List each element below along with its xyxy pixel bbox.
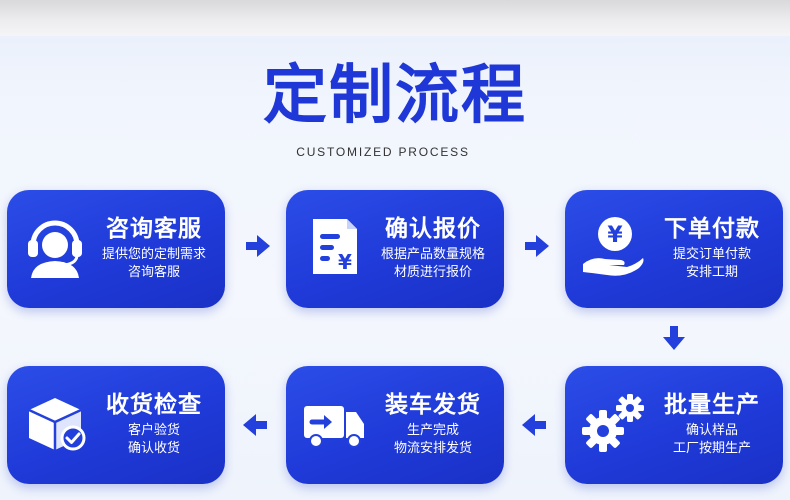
step-desc-line2: 材质进行报价: [393, 265, 472, 280]
step-name: 装车发货: [385, 392, 481, 418]
payment-coin-hand-icon: ¥: [583, 217, 644, 276]
arrow-left-icon: [243, 414, 267, 436]
step-desc-line1: 根据产品数量规格: [380, 247, 485, 262]
step-name: 咨询客服: [106, 216, 202, 242]
svg-text:¥: ¥: [607, 223, 623, 248]
step-desc-line2: 咨询客服: [127, 265, 180, 280]
step-text: 咨询客服 提供您的定制需求 咨询客服: [89, 214, 219, 282]
step-desc-line2: 物流安排发货: [393, 441, 472, 456]
step-text: 确认报价 根据产品数量规格 材质进行报价: [368, 214, 498, 282]
svg-text:¥: ¥: [338, 250, 352, 274]
production-gears-icon: [582, 394, 644, 452]
top-banner-strip: [0, 0, 790, 36]
step-desc-line1: 提交订单付款: [672, 247, 751, 262]
step-card-quote: ¥ 确认报价 根据产品数量规格 材质进行报价: [286, 190, 504, 308]
arrow-down-icon: [663, 326, 685, 350]
step-card-receive: 收货检查 客户验货 确认收货: [7, 366, 225, 484]
step-text: 收货检查 客户验货 确认收货: [89, 390, 219, 458]
step-desc-line2: 工厂按期生产: [672, 441, 751, 456]
step-card-production: 批量生产 确认样品 工厂按期生产: [565, 366, 783, 484]
receive-box-check-icon: [28, 398, 86, 451]
arrow-right-icon: [525, 235, 549, 257]
quote-document-yen-icon: ¥: [313, 219, 357, 274]
step-card-shipping: 装车发货 生产完成 物流安排发货: [286, 366, 504, 484]
step-text: 装车发货 生产完成 物流安排发货: [368, 390, 498, 458]
step-text: 批量生产 确认样品 工厂按期生产: [647, 390, 777, 458]
step-name: 下单付款: [664, 216, 760, 242]
step-name: 确认报价: [385, 216, 481, 242]
delivery-truck-icon: [304, 406, 364, 448]
customer-service-headset-icon: [28, 220, 82, 278]
step-desc-line1: 生产完成: [406, 423, 459, 438]
step-text: 下单付款 提交订单付款 安排工期: [647, 214, 777, 282]
step-desc-line2: 安排工期: [685, 265, 738, 280]
page-title: 定制流程: [263, 59, 527, 133]
step-card-consult: 咨询客服 提供您的定制需求 咨询客服: [7, 190, 225, 308]
step-desc-line1: 确认样品: [685, 423, 738, 438]
step-name: 批量生产: [664, 392, 760, 418]
step-name: 收货检查: [106, 392, 202, 418]
step-desc-line1: 提供您的定制需求: [101, 247, 206, 262]
page-subtitle: CUSTOMIZED PROCESS: [296, 145, 470, 159]
step-card-payment: ¥ 下单付款 提交订单付款 安排工期: [565, 190, 783, 308]
arrow-left-icon: [522, 414, 546, 436]
arrow-right-icon: [246, 235, 270, 257]
step-desc-line1: 客户验货: [127, 423, 180, 438]
step-desc-line2: 确认收货: [127, 441, 180, 456]
